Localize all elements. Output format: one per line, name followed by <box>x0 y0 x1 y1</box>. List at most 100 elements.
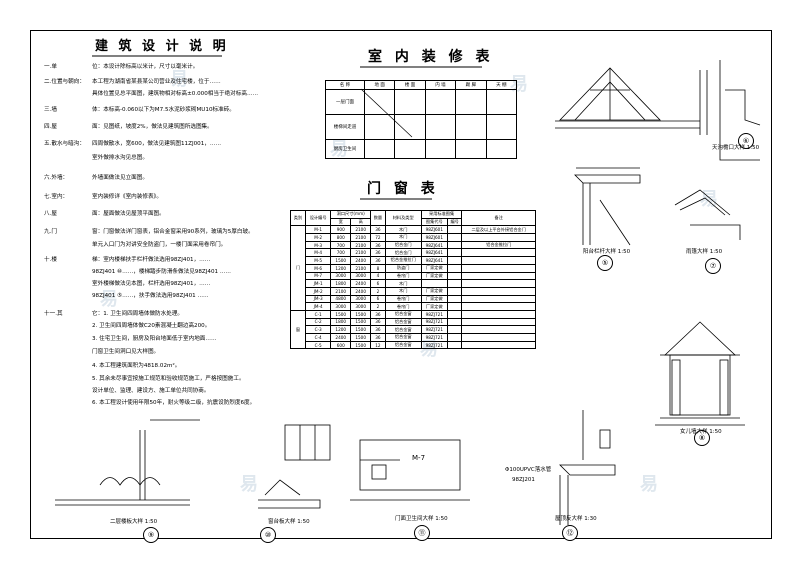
detail-caption: 女儿墙大样 1:50 <box>680 429 722 435</box>
table-header-row: 类别 设计编号 洞口尺寸(mm) 数量 材料及类型 采用标准图集 备注 <box>290 209 536 227</box>
note-text: 98ZJ401 ⑩……，楼梯踏步防滑条做法见98ZJ401 …… <box>92 269 232 275</box>
table-row: 一层门面 <box>325 89 518 115</box>
table-header-cell: 备注 <box>461 209 536 227</box>
note-text: 室外楼梯做法见本图，栏杆选用98ZJ401，…… <box>92 281 211 287</box>
watermark: 易 <box>240 474 258 495</box>
detail-number: ⑧ <box>694 430 710 446</box>
note-text: 2. 卫生间四周墙体做C20素混凝土翻边高200。 <box>92 323 211 329</box>
note-text: 窗：门窗做法详门窗表，铝合金窗采用90系列，玻璃为5厚白玻。 <box>92 229 254 235</box>
detail-number: ⑫ <box>562 525 578 541</box>
note-text: 单元入口门为对讲安全防盗门，一楼门面采用卷帘门。 <box>92 242 227 248</box>
table-header-cell: 设计编号 <box>304 209 332 227</box>
note-no: 四.屋 <box>44 124 57 130</box>
note-text: 6. 本工程设计使用年限50年，耐火等级二级，抗震设防烈度6度。 <box>92 400 256 406</box>
note-no: 七.室内： <box>44 194 69 200</box>
balcony-detail <box>574 167 641 246</box>
detail-number: ⑥ <box>738 133 754 149</box>
floor-slab-detail <box>55 419 200 506</box>
table-cell <box>485 89 518 115</box>
detail-caption: 二层楼板大样 1:50 <box>110 519 158 525</box>
table-cell: 楼梯间走道 <box>325 114 365 140</box>
detail-caption: 屋顶反大样 1:30 <box>555 516 597 522</box>
table-cell: 1500 <box>350 340 372 350</box>
note-text: 本工程为湖南省某县某公司营业及住宅楼，位于…… <box>92 79 221 85</box>
table-header-row: 名 称 地 面 楼 面 内 墙 踢 脚 天 棚 <box>325 80 518 90</box>
detail-number: ⑤ <box>597 255 613 271</box>
note-text: 设计单位、监理、建设方、施工单位共同协商。 <box>92 388 210 394</box>
note-text: 4. 本工程建筑面积为4818.02m²。 <box>92 363 181 369</box>
note-text: 它：1. 卫生间四周墙体做防水处理。 <box>92 311 184 317</box>
atlas-label: 98ZJ201 <box>512 477 535 483</box>
canopy-detail <box>674 189 741 240</box>
decoration-table: 名 称 地 面 楼 面 内 墙 踢 脚 天 棚 一层门面 楼梯间走道 厨房卫生间 <box>325 80 518 159</box>
note-text: 3. 住宅卫生间，厨房及阳台地面低于室内地面…… <box>92 336 217 342</box>
note-no: 一.单 <box>44 64 57 70</box>
note-text: 面：见图纸，坡度2%，做法见建筑图所选图集。 <box>92 124 213 130</box>
sheet-title: 建 筑 设 计 说 明 <box>95 39 229 54</box>
note-no: 二.位置与朝向： <box>44 79 85 85</box>
table-cell: C-5 <box>304 340 332 350</box>
note-text: 室内装修详《室内装修表》。 <box>92 194 162 200</box>
table-cell <box>485 139 518 159</box>
table-cell: 一层门面 <box>325 89 365 115</box>
table-cell <box>424 89 457 115</box>
table-cell <box>461 340 536 350</box>
table-cell <box>363 114 396 140</box>
door-label: M-7 <box>412 454 426 462</box>
watermark: 易 <box>100 289 118 310</box>
detail-number: ⑩ <box>260 527 276 543</box>
note-text: 面：屋面做法见屋顶平面图。 <box>92 211 165 217</box>
note-text: 门窗卫生间洞口见大样图。 <box>92 349 160 355</box>
detail-caption: 雨篷大样 1:50 <box>686 249 723 255</box>
window-table-title: 门 窗 表 <box>367 181 439 197</box>
detail-caption: 天沟檐口大样 1:50 <box>712 145 760 151</box>
note-no: 九.门 <box>44 229 57 235</box>
table-row: 楼梯间走道 <box>325 114 518 140</box>
note-text: 体：本标高-0.060以下为M7.5水泥砂浆砌MU10标准砖。 <box>92 107 235 113</box>
parapet-detail <box>655 321 745 426</box>
watermark: 易 <box>170 69 188 90</box>
note-text: 5. 其余未尽事宜按施工规范和验收规范施工，严格按图施工。 <box>92 376 245 382</box>
detail-caption: 阳台栏杆大样 1:50 <box>583 249 631 255</box>
note-text: 98ZJ401 ⑤……，扶手做法选用98ZJ401 …… <box>92 293 209 299</box>
note-text: 室外做排水沟见总图。 <box>92 155 148 161</box>
note-no: 十一.其 <box>44 311 63 317</box>
note-text: 外墙面做法见立面图。 <box>92 175 148 181</box>
window-sill-detail <box>258 424 331 509</box>
decoration-table-title: 室 内 装 修 表 <box>368 49 494 65</box>
table-row: 厨房卫生间 <box>325 139 518 159</box>
note-no: 八.屋 <box>44 211 57 217</box>
note-text: 梯：室内楼梯扶手栏杆做法选用98ZJ401，…… <box>92 257 211 263</box>
note-no: 三.墙 <box>44 107 57 113</box>
roof-flip-detail <box>559 410 616 525</box>
detail-caption: 门面卫生间大样 1:50 <box>395 516 448 522</box>
roof-eave-detail <box>555 60 761 161</box>
detail-number: ⑨ <box>143 527 159 543</box>
downpipe-label: Φ100UPVC落水管 <box>505 467 552 473</box>
table-cell: 98ZJ721 <box>420 340 448 350</box>
note-text: 四周做散水，宽600，做法见建筑图11ZJ001，…… <box>92 141 222 147</box>
note-no: 十.楼 <box>44 257 57 263</box>
detail-number: ⑦ <box>705 258 721 274</box>
window-table: 类别 设计编号 洞口尺寸(mm) 数量 材料及类型 采用标准图集 备注 宽 高 … <box>290 209 536 350</box>
table-cell <box>485 114 518 140</box>
watermark: 易 <box>640 474 658 495</box>
note-text: 位：本设计除标高以米计，尺寸以毫米计。 <box>92 64 199 70</box>
outer-frame <box>30 30 772 539</box>
detail-caption: 窗台板大样 1:50 <box>268 519 310 525</box>
note-no: 五.散水与暗沟： <box>44 141 85 147</box>
note-no: 六.外墙： <box>44 175 69 181</box>
detail-number: ⑪ <box>414 525 430 541</box>
note-text: 具体位置见总平面图，建筑物相对标高±0.000相当于绝对标高…… <box>92 91 259 97</box>
